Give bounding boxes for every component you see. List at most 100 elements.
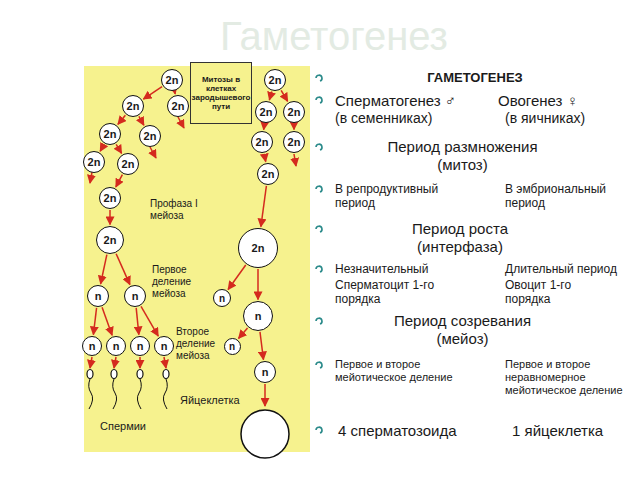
- text-label: Профаза I мейоза: [150, 198, 214, 222]
- division-arrow: [141, 306, 158, 336]
- cell-circle: n: [243, 301, 273, 331]
- division-arrow: [281, 90, 287, 101]
- node-text: 2n: [127, 100, 140, 112]
- division-arrow: [263, 124, 265, 130]
- division-arrow: [293, 124, 295, 130]
- cell-circle: 2n: [167, 95, 189, 117]
- cell-circle: n: [106, 336, 126, 356]
- division-arrow: [102, 307, 112, 335]
- cell-circle: 2n: [96, 226, 124, 254]
- division-arrow: [116, 144, 121, 153]
- cell-circle: 2n: [255, 101, 277, 123]
- cell-circle: 2n: [283, 131, 305, 153]
- node-text: 2n: [166, 74, 179, 86]
- node-text: 2n: [262, 168, 275, 180]
- node-text: n: [89, 340, 96, 352]
- sperm-arrows: [90, 117, 296, 406]
- spermatozoa: [87, 370, 169, 379]
- node-text: 2n: [269, 74, 282, 86]
- egg-cell: [241, 410, 289, 458]
- node-text: 2n: [144, 130, 157, 142]
- division-arrow: [116, 254, 130, 285]
- cell-circle: 2n: [264, 69, 286, 91]
- node-text: 2n: [256, 136, 269, 148]
- text-label: Овогенез ♀: [498, 92, 578, 110]
- node-text: 2n: [104, 128, 117, 140]
- division-arrow: [228, 265, 246, 289]
- node-text: 2n: [104, 234, 117, 246]
- cell-circle: 2n: [251, 131, 273, 153]
- node-text: n: [113, 340, 120, 352]
- division-arrow: [116, 175, 123, 187]
- node-text: 2n: [122, 158, 135, 170]
- division-arrow: [100, 144, 104, 151]
- text-label: В репродуктивный период: [335, 182, 475, 211]
- text-label: Сперматоцит 1-го порядка: [335, 278, 475, 307]
- node-text: 2n: [88, 156, 101, 168]
- text-label: 1 яйцеклетка: [512, 422, 603, 440]
- node-text: n: [219, 293, 225, 304]
- text-label: Первое и второе мейотическое деление: [335, 358, 465, 384]
- node-text: n: [137, 340, 144, 352]
- cell-circle: 2n: [117, 153, 139, 175]
- cell-circle: 2n: [139, 125, 161, 147]
- division-arrow: [118, 115, 125, 124]
- node-text: n: [95, 290, 102, 302]
- cell-circle: n: [87, 285, 109, 307]
- division-arrow: [136, 308, 139, 335]
- label-box: Митозы в клетках зародышевого пути: [190, 62, 252, 124]
- cell-circle: 2n: [99, 123, 121, 145]
- text-label: Длительный период: [505, 262, 617, 276]
- cell-circle: 2n: [238, 228, 278, 268]
- division-arrow: [269, 92, 271, 100]
- text-label: Овоцит 1-го порядка: [505, 278, 615, 307]
- text-label: Первое и второе неравномерное мейотическ…: [505, 358, 630, 398]
- cell-circle: 2n: [283, 101, 305, 123]
- division-arrow: [93, 308, 96, 335]
- text-label: 4 сперматозоида: [338, 422, 457, 440]
- text-label: Яйцеклетка: [180, 394, 240, 407]
- text-label: Период роста (интерфаза): [385, 220, 535, 256]
- text-label: Спермии: [100, 420, 146, 433]
- text-label: Незначительный: [335, 262, 428, 276]
- node-text: Митозы в клетках зародышевого пути: [192, 75, 251, 112]
- cell-circle: n: [124, 285, 146, 307]
- cell-circle: n: [213, 289, 231, 307]
- node-text: 2n: [288, 106, 301, 118]
- node-text: n: [161, 340, 168, 352]
- cell-circle: n: [224, 338, 241, 355]
- division-arrow: [101, 255, 107, 284]
- text-label: Период размножения (митоз): [375, 138, 550, 174]
- cell-circle: 2n: [161, 69, 183, 91]
- node-text: n: [229, 341, 235, 352]
- division-arrow: [239, 328, 248, 338]
- division-arrow: [264, 154, 265, 162]
- node-text: 2n: [104, 192, 117, 204]
- slide-title: Гаметогенез: [220, 12, 448, 60]
- cell-circle: n: [130, 336, 150, 356]
- text-label: Первое деление мейоза: [152, 264, 204, 300]
- cell-circle: 2n: [257, 163, 279, 185]
- node-text: 2n: [172, 100, 185, 112]
- cell-circle: n: [154, 336, 174, 356]
- cell-circle: n: [254, 361, 276, 383]
- text-label: В эмбриональный период: [505, 182, 625, 211]
- node-text: n: [262, 366, 269, 378]
- cell-circle: 2n: [83, 151, 105, 173]
- text-label: (в яичниках): [505, 110, 585, 127]
- text-label: Период созревания (мейоз): [380, 312, 545, 348]
- cell-circle: n: [82, 336, 102, 356]
- text-label: (в семенниках): [335, 110, 432, 127]
- sperm-tails: [89, 379, 168, 409]
- node-text: 2n: [252, 242, 265, 254]
- division-arrow: [257, 269, 259, 300]
- text-label: Второе деление мейоза: [176, 326, 222, 362]
- cell-circle: 2n: [122, 95, 144, 117]
- bullets: [316, 75, 322, 433]
- node-text: 2n: [260, 106, 273, 118]
- node-text: 2n: [288, 136, 301, 148]
- division-arrow: [109, 210, 111, 225]
- division-arrow: [174, 92, 176, 94]
- cell-circle: 2n: [99, 187, 121, 209]
